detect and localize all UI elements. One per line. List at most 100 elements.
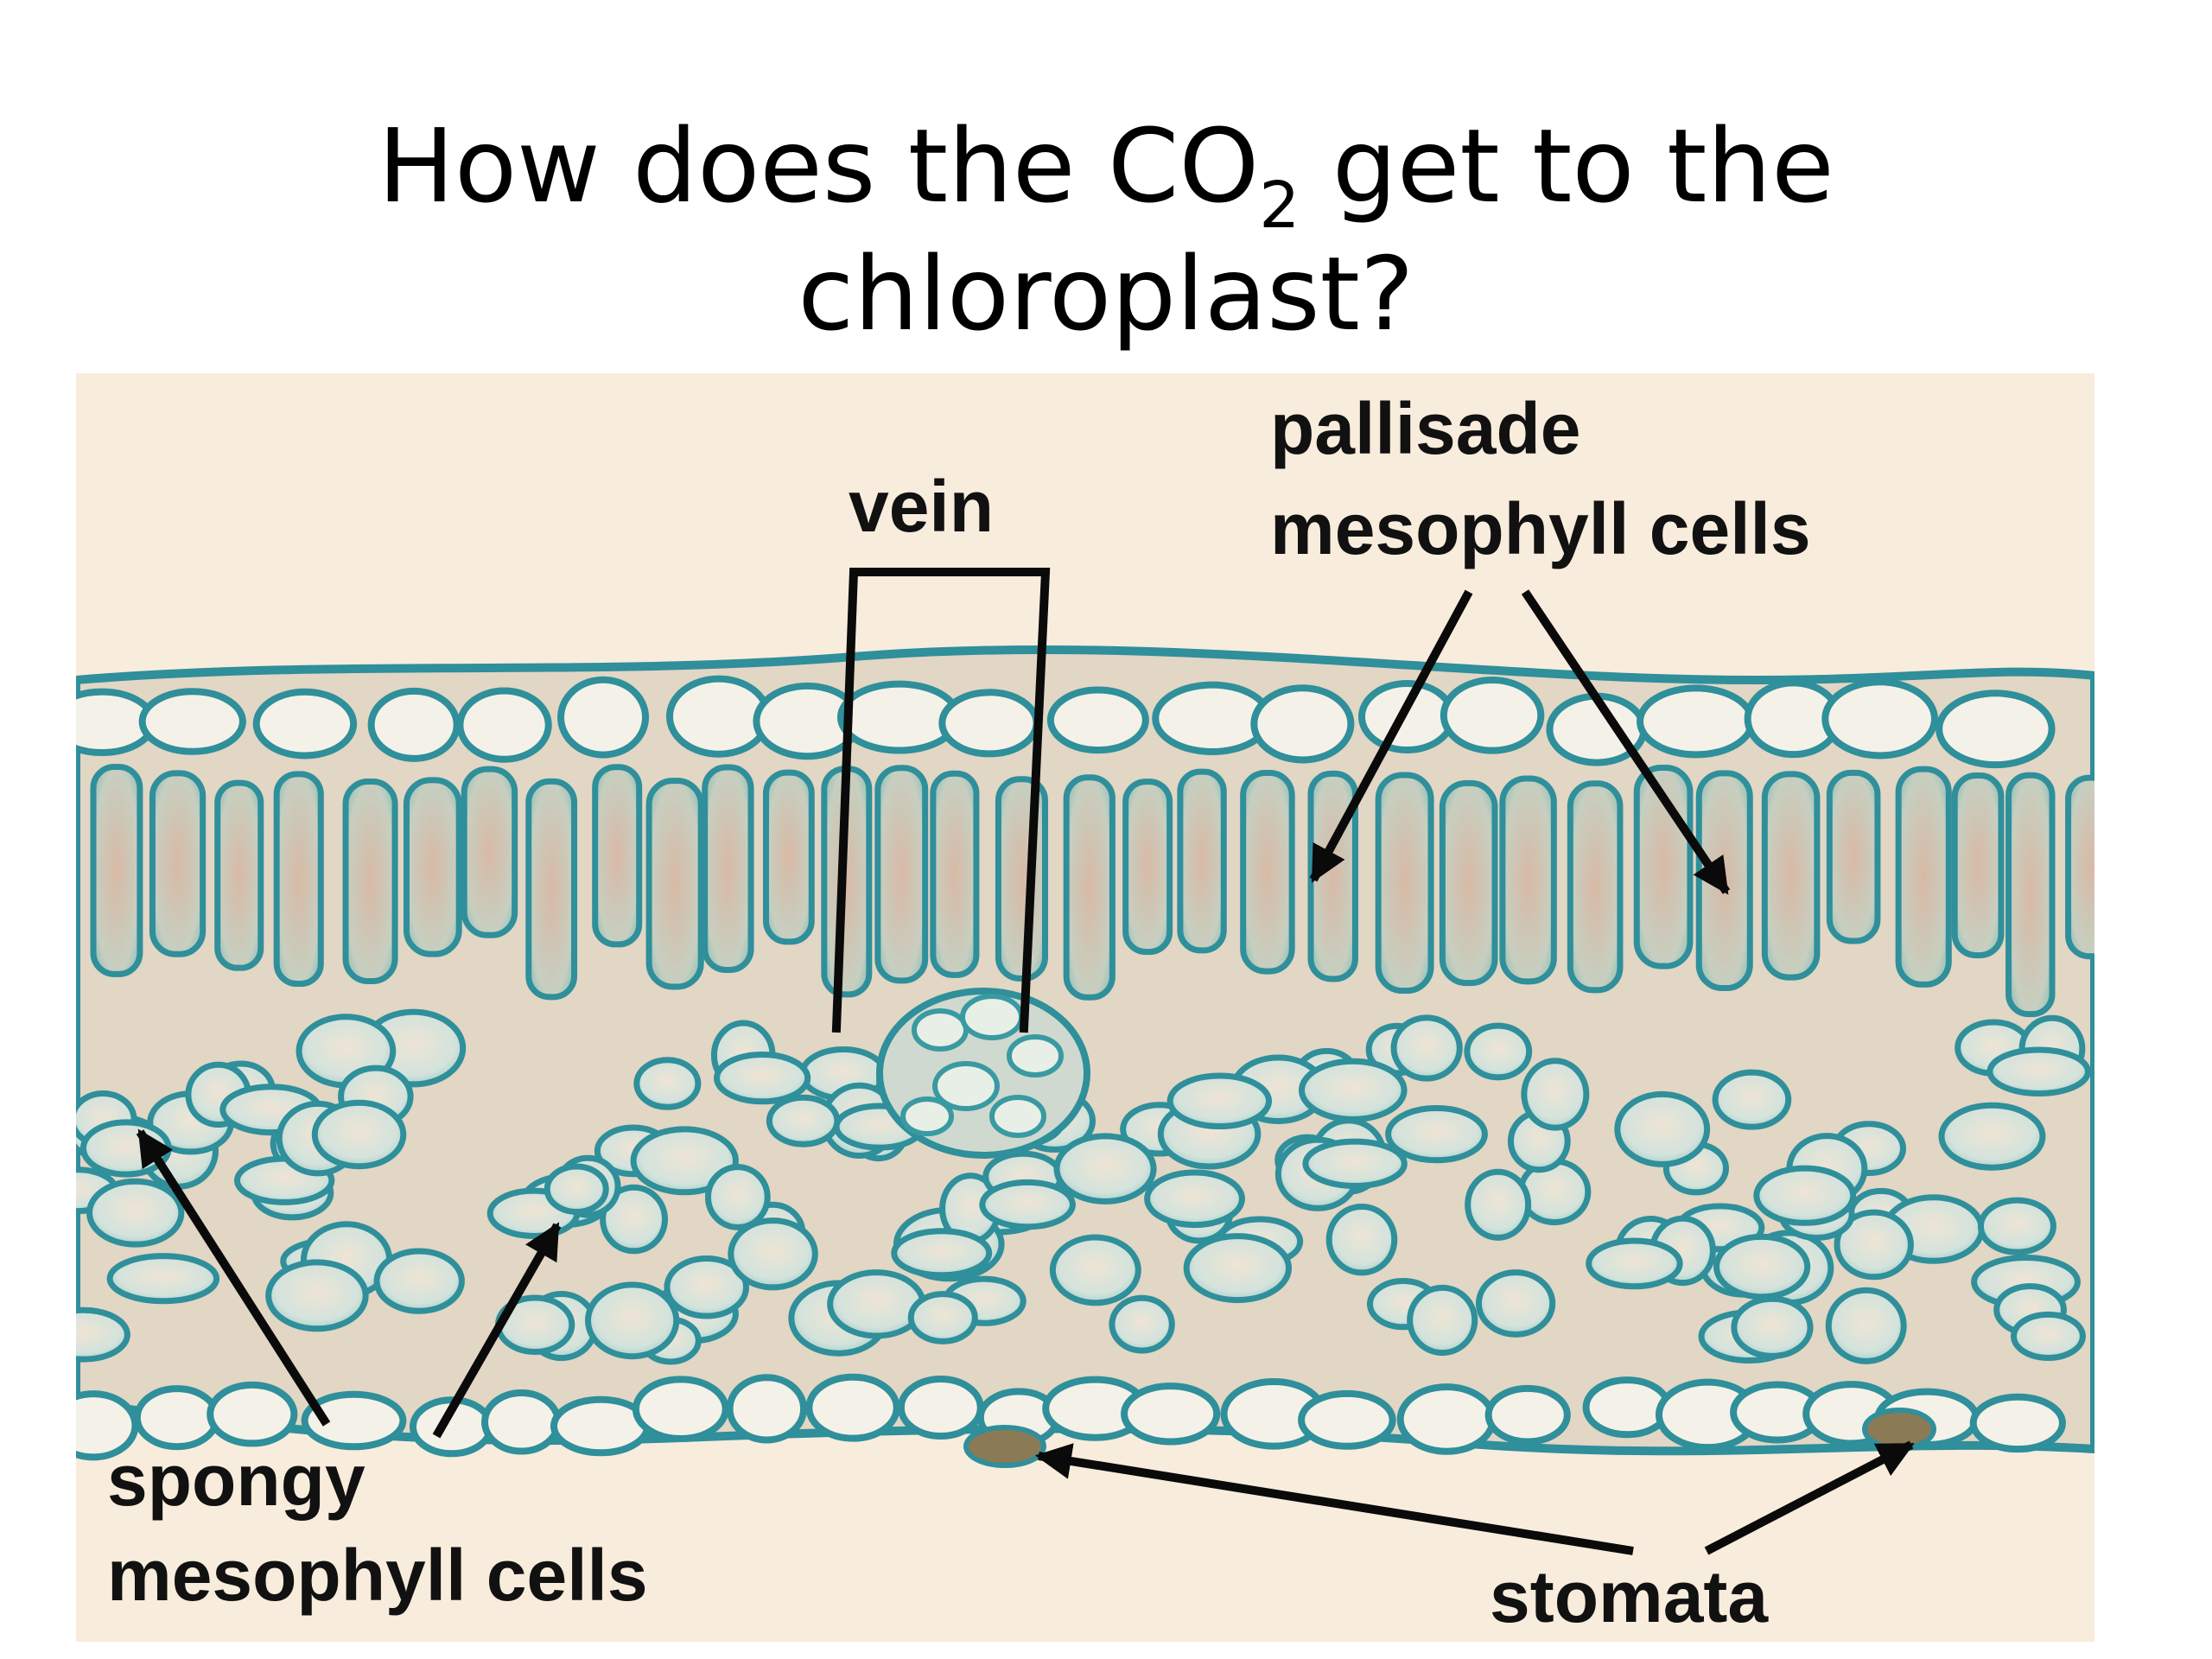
spongy-cell bbox=[585, 1281, 680, 1360]
lower-epidermis-cell bbox=[301, 1390, 407, 1451]
upper-epidermis-cell bbox=[1821, 678, 1938, 760]
spongy-cell bbox=[1731, 1295, 1814, 1359]
palisade-cell bbox=[2005, 772, 2056, 1018]
spongy-cell bbox=[106, 1253, 220, 1305]
label-pallisade-line-1: pallisade bbox=[1270, 388, 1581, 469]
label-pallisade-line-2: mesophyll cells bbox=[1270, 488, 1811, 569]
palisade-cell bbox=[592, 764, 643, 948]
spongy-cell bbox=[1986, 1046, 2091, 1096]
spongy-cell bbox=[311, 1099, 407, 1170]
arrow-stomata-left bbox=[1034, 1443, 1634, 1555]
palisade-cell bbox=[1826, 769, 1881, 944]
lower-epidermis-cell bbox=[1484, 1384, 1571, 1446]
label-vein: vein bbox=[849, 466, 995, 547]
palisade-cell bbox=[874, 765, 929, 984]
palisade-cell bbox=[1951, 772, 2005, 959]
lower-epidermis-cell bbox=[1298, 1389, 1396, 1450]
spongy-cell bbox=[891, 1228, 993, 1279]
spongy-cell bbox=[1049, 1234, 1141, 1306]
spongy-cell bbox=[1325, 1203, 1398, 1276]
spongy-cell bbox=[1407, 1284, 1478, 1357]
spongy-cell bbox=[714, 1051, 811, 1105]
arrow-pallisade-left bbox=[1309, 589, 1473, 883]
vein-bundle bbox=[876, 988, 1090, 1159]
spongy-cell bbox=[1713, 1233, 1811, 1300]
spongy-cell bbox=[1753, 1165, 1857, 1226]
spongy-cell bbox=[664, 1255, 750, 1319]
spongy-cell bbox=[1521, 1058, 1590, 1131]
lower-epidermis-cell bbox=[1969, 1393, 2066, 1453]
palisade-cell bbox=[763, 769, 815, 945]
palisade-cell bbox=[342, 778, 398, 985]
spongy-cell bbox=[1166, 1072, 1273, 1130]
spongy-cell bbox=[728, 1217, 818, 1291]
arrow-spongy-left bbox=[136, 1128, 331, 1427]
palisade-cell bbox=[645, 778, 704, 990]
label-spongy-line-1: spongy bbox=[107, 1440, 365, 1521]
palisade-cell bbox=[1177, 768, 1227, 954]
palisade-cell bbox=[403, 777, 462, 957]
spongy-cell bbox=[979, 1179, 1076, 1230]
spongy-cell bbox=[1712, 1069, 1792, 1130]
spongy-cell bbox=[1298, 1058, 1408, 1122]
arrow-pallisade-right bbox=[1521, 589, 1731, 895]
spongy-cell bbox=[1053, 1133, 1157, 1205]
spongy-cell bbox=[1465, 1168, 1532, 1241]
title-line-1: How does the CO2 get to the bbox=[378, 106, 1834, 243]
spongy-cell bbox=[76, 1306, 130, 1363]
lower-epidermis-cell bbox=[207, 1381, 298, 1447]
lower-epidermis-cell bbox=[632, 1376, 729, 1443]
upper-epidermis-cell bbox=[456, 687, 552, 763]
spongy-cell bbox=[1464, 1022, 1533, 1081]
palisade-cell bbox=[1499, 775, 1557, 985]
label-pallisade-mesophyll: pallisade mesophyll cells bbox=[1270, 378, 1811, 579]
spongy-cell bbox=[1475, 1269, 1556, 1338]
upper-epidermis-cell bbox=[1936, 690, 2056, 769]
spongy-cell bbox=[1109, 1294, 1175, 1354]
spongy-cell bbox=[373, 1248, 465, 1314]
spongy-cell bbox=[704, 1164, 771, 1230]
spongy-cell bbox=[86, 1178, 185, 1248]
label-stomata: stomata bbox=[1490, 1556, 1769, 1637]
slide-title: How does the CO2 get to the chloroplast? bbox=[0, 102, 2212, 358]
spongy-cell bbox=[600, 1184, 669, 1255]
spongy-cell bbox=[1144, 1169, 1245, 1229]
palisade-cell bbox=[1122, 779, 1173, 956]
spongy-cell bbox=[1938, 1102, 2046, 1171]
lower-epidermis-cell bbox=[726, 1374, 808, 1444]
palisade-cell bbox=[1063, 774, 1116, 1001]
title-line-2: chloroplast? bbox=[798, 234, 1414, 353]
arrow-stomata-right bbox=[1704, 1440, 1915, 1555]
palisade-cell bbox=[1895, 766, 1952, 988]
spongy-cell bbox=[1614, 1090, 1711, 1167]
palisade-cell bbox=[149, 770, 207, 957]
palisade-cell bbox=[273, 771, 324, 988]
palisade-cell bbox=[461, 766, 518, 938]
spongy-cell bbox=[1825, 1287, 1907, 1364]
upper-epidermis-cell bbox=[557, 676, 650, 759]
palisade-cell bbox=[525, 778, 578, 1001]
spongy-cell bbox=[1390, 1014, 1463, 1082]
spongy-cell bbox=[630, 1126, 739, 1196]
spongy-cell bbox=[2011, 1311, 2086, 1361]
palisade-cell bbox=[90, 763, 143, 977]
vein-bracket bbox=[831, 568, 1051, 1033]
palisade-cell bbox=[214, 779, 264, 971]
spongy-cell bbox=[1183, 1233, 1293, 1304]
spongy-cell bbox=[1586, 1237, 1683, 1290]
arrow-spongy-right bbox=[432, 1222, 562, 1439]
spongy-cell bbox=[633, 1057, 702, 1110]
palisade-cell bbox=[930, 770, 980, 978]
palisade-cell bbox=[1240, 770, 1295, 975]
palisade-cell bbox=[1375, 772, 1434, 995]
upper-epidermis-cell bbox=[1440, 677, 1545, 754]
spongy-cell bbox=[907, 1291, 978, 1344]
upper-epidermis-cell bbox=[1046, 686, 1149, 754]
upper-epidermis-cell bbox=[252, 688, 358, 760]
label-spongy-mesophyll: spongy mesophyll cells bbox=[107, 1433, 648, 1623]
palisade-cell bbox=[2065, 774, 2094, 960]
spongy-cell bbox=[1977, 1197, 2056, 1255]
spongy-cell bbox=[1302, 1138, 1408, 1189]
label-spongy-line-2: mesophyll cells bbox=[107, 1535, 648, 1616]
